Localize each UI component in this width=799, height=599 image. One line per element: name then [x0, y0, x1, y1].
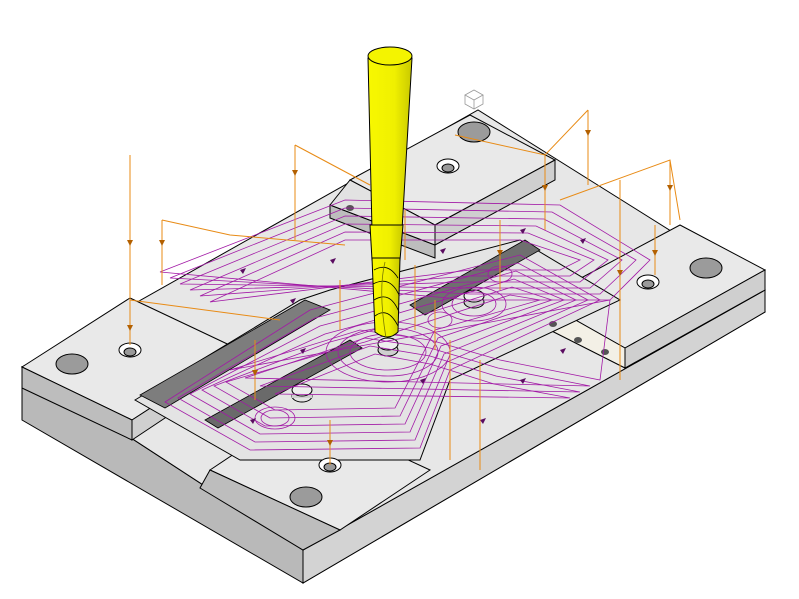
rapid-arrows — [127, 130, 673, 446]
hole — [55, 353, 89, 375]
hole — [689, 257, 723, 279]
rapid-moves — [129, 109, 681, 470]
view-cube-icon[interactable] — [464, 89, 484, 110]
holes — [55, 121, 723, 508]
end-mill-cutter — [367, 46, 413, 339]
toolpath-arrows — [240, 228, 586, 424]
hole — [289, 486, 323, 508]
pins — [291, 289, 485, 403]
